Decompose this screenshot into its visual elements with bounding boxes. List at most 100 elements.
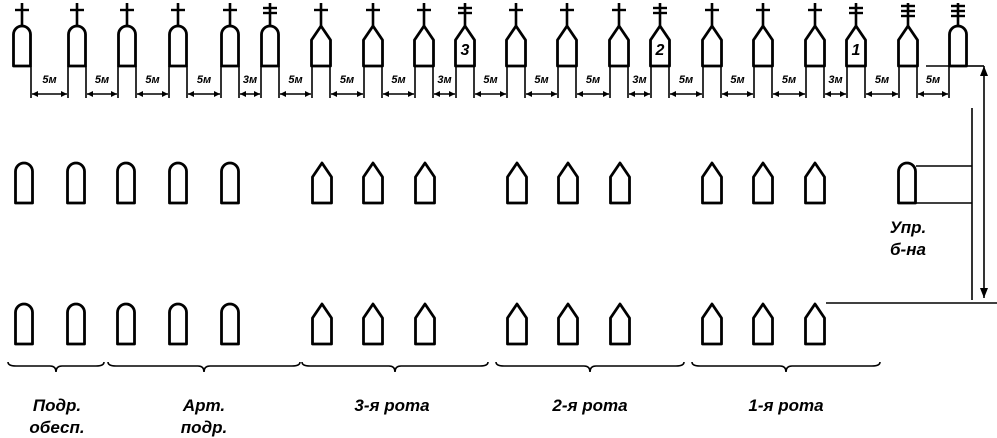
group-brace bbox=[495, 361, 685, 373]
row3-vehicle bbox=[362, 302, 384, 346]
label-upr-line1: Упр. bbox=[890, 218, 927, 237]
spacing-marker: 5м bbox=[278, 66, 313, 98]
row2-vehicle bbox=[557, 161, 579, 205]
label-art-podr-line1: Арт. bbox=[182, 396, 225, 415]
spacing-label: 5м bbox=[42, 74, 56, 86]
row3-vehicle bbox=[701, 302, 723, 346]
spacing-marker: 5м bbox=[329, 66, 365, 98]
row1-vehicle bbox=[168, 3, 188, 68]
spacing-marker: 3м bbox=[238, 66, 262, 98]
group-brace bbox=[301, 361, 489, 373]
row2-vehicle bbox=[14, 161, 34, 205]
spacing-label: 5м bbox=[875, 74, 889, 86]
row1-vehicle: 3 bbox=[454, 3, 476, 68]
row1-vehicle bbox=[505, 3, 527, 68]
spacing-marker: 5м bbox=[668, 66, 704, 98]
row1-vehicle bbox=[948, 3, 968, 68]
row1-vehicle bbox=[752, 3, 774, 68]
row2-vehicle bbox=[752, 161, 774, 205]
spacing-marker: 5м bbox=[85, 66, 119, 98]
row1-vehicle: 2 bbox=[649, 3, 671, 68]
label-art-podr-line2: подр. bbox=[181, 418, 227, 437]
spacing-label: 5м bbox=[483, 74, 497, 86]
row3-vehicle bbox=[557, 302, 579, 346]
row2-vehicle bbox=[804, 161, 826, 205]
row-3-vehicles bbox=[14, 302, 826, 346]
row2-vehicle bbox=[609, 161, 631, 205]
row2-vehicle bbox=[701, 161, 723, 205]
row2-vehicle bbox=[168, 161, 188, 205]
row1-vehicle bbox=[701, 3, 723, 68]
row1-vehicle bbox=[556, 3, 578, 68]
row3-vehicle bbox=[220, 302, 240, 346]
row1-vehicle bbox=[804, 3, 826, 68]
row3-vehicle bbox=[609, 302, 631, 346]
row3-vehicle bbox=[168, 302, 188, 346]
row3-vehicle bbox=[804, 302, 826, 346]
row3-vehicle bbox=[311, 302, 333, 346]
row2-vehicle bbox=[506, 161, 528, 205]
right-frame-lines bbox=[826, 65, 997, 304]
spacing-label: 5м bbox=[926, 74, 940, 86]
spacing-label: 5м bbox=[391, 74, 405, 86]
spacing-label: 3м bbox=[828, 74, 842, 86]
spacing-marker: 5м bbox=[524, 66, 559, 98]
row3-vehicle bbox=[116, 302, 136, 346]
spacing-marker: 5м bbox=[720, 66, 755, 98]
spacing-label: 5м bbox=[679, 74, 693, 86]
row2-vehicle bbox=[311, 161, 333, 205]
row1-vehicle bbox=[362, 3, 384, 68]
spacing-label: 5м bbox=[730, 74, 744, 86]
spacing-marker: 3м bbox=[627, 66, 652, 98]
spacing-marker: 5м bbox=[473, 66, 508, 98]
spacing-label: 5м bbox=[95, 74, 109, 86]
row1-vehicle-number: 1 bbox=[852, 42, 861, 59]
spacing-marker: 5м bbox=[30, 66, 69, 98]
row3-vehicle bbox=[752, 302, 774, 346]
group-brace bbox=[7, 361, 105, 373]
label-podr-obesp-line1: Подр. bbox=[33, 396, 81, 415]
row1-vehicle bbox=[12, 3, 32, 68]
label-rota-2: 2-я рота bbox=[551, 396, 627, 415]
label-upr-line2: б-на bbox=[890, 240, 926, 259]
row1-vehicle bbox=[260, 3, 280, 68]
spacing-marker: 5м bbox=[135, 66, 170, 98]
row1-vehicle bbox=[67, 3, 87, 68]
row1-vehicle-number: 3 bbox=[461, 42, 470, 59]
spacing-label: 5м bbox=[586, 74, 600, 86]
spacing-marker: 3м bbox=[823, 66, 848, 98]
group-brace bbox=[107, 361, 301, 373]
row2-vehicle bbox=[362, 161, 384, 205]
spacing-marker: 3м bbox=[432, 66, 457, 98]
row2-vehicle bbox=[897, 161, 917, 205]
spacing-label: 5м bbox=[197, 74, 211, 86]
row2-vehicle bbox=[116, 161, 136, 205]
row3-vehicle bbox=[14, 302, 34, 346]
row1-vehicle bbox=[220, 3, 240, 68]
spacing-markers: 5м 5м 5м 5м 3м 5м 5м 5м 3м 5м 5м 5м 3м 5м 5м 5м 3м 5м 5м bbox=[30, 66, 950, 98]
spacing-label: 5м bbox=[534, 74, 548, 86]
row2-vehicle bbox=[66, 161, 86, 205]
spacing-marker: 5м bbox=[771, 66, 807, 98]
spacing-label: 3м bbox=[632, 74, 646, 86]
row1-vehicle: 1 bbox=[845, 3, 867, 68]
label-podr-obesp-line2: обесп. bbox=[29, 418, 84, 437]
spacing-marker: 5м bbox=[381, 66, 416, 98]
spacing-marker: 5м bbox=[575, 66, 611, 98]
row1-vehicle-number: 2 bbox=[655, 42, 665, 59]
label-rota-1: 1-я рота bbox=[748, 396, 823, 415]
row3-vehicle bbox=[66, 302, 86, 346]
row1-vehicle bbox=[117, 3, 137, 68]
spacing-label: 5м bbox=[340, 74, 354, 86]
row3-vehicle bbox=[506, 302, 528, 346]
spacing-marker: 5м bbox=[864, 66, 900, 98]
spacing-label: 3м bbox=[437, 74, 451, 86]
spacing-label: 3м bbox=[243, 74, 257, 86]
row2-vehicle bbox=[220, 161, 240, 205]
row2-vehicle bbox=[414, 161, 436, 205]
spacing-marker: 5м bbox=[186, 66, 222, 98]
spacing-label: 5м bbox=[782, 74, 796, 86]
row-2-vehicles bbox=[14, 161, 917, 205]
group-brace bbox=[691, 361, 881, 373]
